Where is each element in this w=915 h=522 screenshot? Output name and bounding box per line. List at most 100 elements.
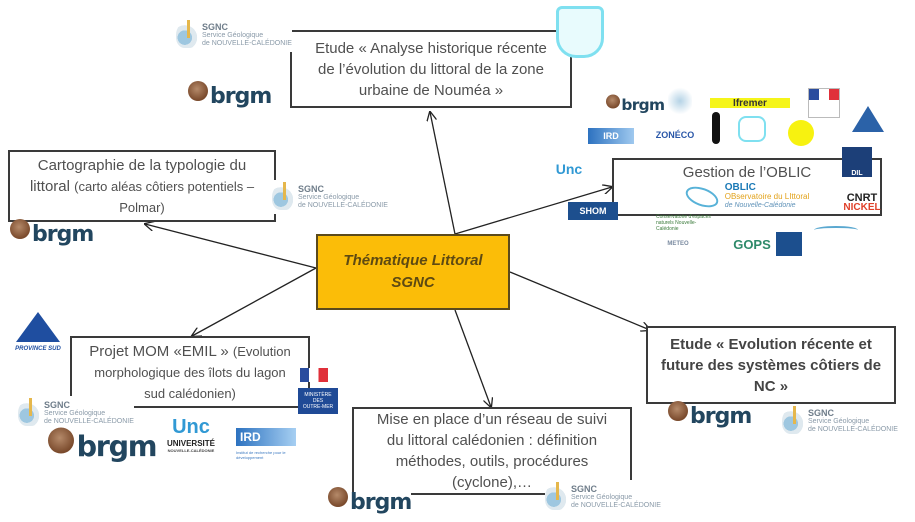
sgnc-name: SGNC	[298, 184, 325, 194]
cnrt-line1: CNRT	[846, 192, 878, 204]
node-bottom-right-line1: Etude « Evolution récente et	[670, 335, 872, 353]
node-bottom-line1: Mise en place d’un réseau de suivi	[376, 411, 608, 428]
brgm-word: brgm	[210, 84, 272, 109]
oblic-logo: OBLIC OBservatoire du LIttoral de Nouvel…	[682, 182, 809, 211]
unc-name: Unc	[172, 416, 210, 438]
brgm-word: brgm	[350, 490, 412, 515]
node-left-line2: littoral (carto aléas côtiers potentiels…	[30, 176, 254, 197]
outre-mer-logo: MINISTÈRE DES OUTRE-MER	[298, 388, 338, 414]
node-top-line1: Etude « Analyse historique récente	[315, 39, 547, 57]
arrow-to-left	[145, 224, 317, 269]
brgm-word: brgm	[32, 222, 94, 247]
node-bottom-left-line1b: (Evolution	[232, 343, 291, 359]
brgm-ball-icon	[10, 219, 30, 239]
agency-wave-icon	[814, 226, 858, 234]
sgnc-name: SGNC	[808, 408, 835, 418]
node-bottom-left-line1a: Projet MOM «EMIL »	[89, 342, 233, 360]
sgnc-name: SGNC	[44, 400, 71, 410]
cnrt-nickel-logo: CNRT NICKEL	[834, 190, 890, 216]
sgnc-line1: Service Géologique	[808, 418, 870, 425]
zoneco-logo: ZONÉCO	[655, 130, 695, 140]
node-right: Gestion de l’OBLIC OBLIC OBservatoire du…	[612, 158, 882, 216]
sgnc-line1: Service Géologique	[571, 494, 633, 501]
brgm-ball-icon	[606, 94, 620, 109]
node-left-line2b: (carto aléas côtiers potentiels –	[74, 178, 255, 194]
sgnc-line2: de NOUVELLE-CALÉDONIE	[571, 502, 661, 509]
brgm-logo-top: brgm	[188, 81, 272, 109]
node-left-line2a: littoral	[29, 177, 75, 195]
republique-francaise-logo	[808, 88, 840, 118]
brgm-word: brgm	[621, 96, 665, 115]
dil-logo: DIL	[842, 147, 872, 177]
unc-sub: UNIVERSITÉ	[166, 439, 215, 448]
oblic-sub2: de Nouvelle-Calédonie	[724, 202, 796, 209]
outre-mer-line1: MINISTÈRE	[304, 392, 332, 398]
oblic-title: OBLIC	[724, 182, 756, 193]
sgnc-emblem-icon	[272, 182, 294, 210]
arrow-to-right	[454, 187, 612, 235]
noumea-crest-icon	[556, 6, 604, 58]
node-bottom-right-line2: future des systèmes côtiers de	[660, 356, 882, 374]
unc-logo-right: Unc	[555, 161, 583, 177]
sgnc-line2: de NOUVELLE-CALÉDONIE	[298, 202, 388, 209]
outre-mer-line2: DES	[312, 398, 324, 404]
arrow-to-bottom-right	[509, 271, 650, 330]
node-bottom-line4: (cyclone),…	[451, 474, 533, 491]
node-top-line2: de l’évolution du littoral de la zone	[318, 60, 544, 78]
sgnc-line2: de NOUVELLE-CALÉDONIE	[202, 40, 292, 47]
ird-sub-label: Institut de recherche pour le développem…	[236, 450, 286, 460]
sgnc-line2: de NOUVELLE-CALÉDONIE	[44, 418, 134, 425]
noumea-crest-small-icon	[738, 116, 766, 142]
node-left-line1: Cartographie de la typologie du	[37, 156, 247, 174]
node-top: Etude « Analyse historique récente de l’…	[290, 30, 572, 108]
node-bottom-line3: méthodes, outils, procédures	[395, 453, 589, 470]
gops-logo: GOPS	[733, 236, 771, 252]
unc-logo-bottom: Unc UNIVERSITÉ NOUVELLE-CALÉDONIE	[162, 410, 220, 458]
center-subtitle: SGNC	[391, 274, 435, 291]
node-left: Cartographie de la typologie du littoral…	[8, 150, 276, 222]
ifremer-logo: Ifremer	[710, 98, 790, 109]
center-title: Thématique Littoral	[343, 252, 483, 269]
oblic-icon	[682, 182, 721, 211]
brgm-word: brgm	[690, 404, 752, 429]
ird-logo-bottom: IRD	[236, 428, 296, 446]
node-bottom-left-line1: Projet MOM «EMIL » (Evolution	[89, 341, 290, 362]
meteo-logo: METEO	[667, 241, 689, 247]
node-bottom-right: Etude « Evolution récente et future des …	[646, 326, 896, 404]
node-right-title: Gestion de l’OBLIC	[682, 164, 812, 181]
brgm-ball-icon	[668, 401, 688, 421]
sgnc-small-emblem-icon	[668, 86, 692, 116]
kanak-totem-icon	[712, 112, 720, 144]
oblic-text: OBLIC OBservatoire du LIttoral de Nouvel…	[725, 183, 809, 210]
sgnc-line2: de NOUVELLE-CALÉDONIE	[808, 426, 898, 433]
province-sud-icon	[16, 312, 60, 342]
node-left-line3: Polmar)	[119, 199, 165, 215]
node-bottom-line2: du littoral calédonien : définition	[386, 432, 598, 449]
oblic-sub1: OBservatoire du LIttoral	[724, 192, 810, 201]
sgnc-name: SGNC	[202, 22, 229, 32]
sgnc-emblem-icon	[545, 482, 567, 510]
ird-logo-right: IRD	[588, 128, 634, 144]
sgnc-line1: Service Géologique	[298, 194, 360, 201]
brgm-ball-icon	[48, 427, 74, 454]
brgm-ball-icon	[188, 81, 208, 101]
outre-mer-flag-icon	[300, 368, 328, 382]
province-sud-label: PROVINCE SUD	[15, 346, 61, 352]
node-bottom-left-line3: sud calédonien)	[144, 385, 236, 401]
unc-sub2: NOUVELLE-CALÉDONIE	[167, 448, 215, 453]
sgnc-emblem-icon	[782, 406, 804, 434]
node-bottom-left-line2: morphologique des îlots du lagon	[94, 364, 286, 380]
cnrt-line2: NICKEL	[843, 202, 881, 213]
arrow-to-top	[430, 112, 456, 235]
brgm-word: brgm	[76, 431, 158, 464]
center-node: Thématique Littoral SGNC	[316, 234, 510, 310]
gops-emblem-icon	[776, 232, 802, 256]
sgnc-name: SGNC	[571, 484, 598, 494]
